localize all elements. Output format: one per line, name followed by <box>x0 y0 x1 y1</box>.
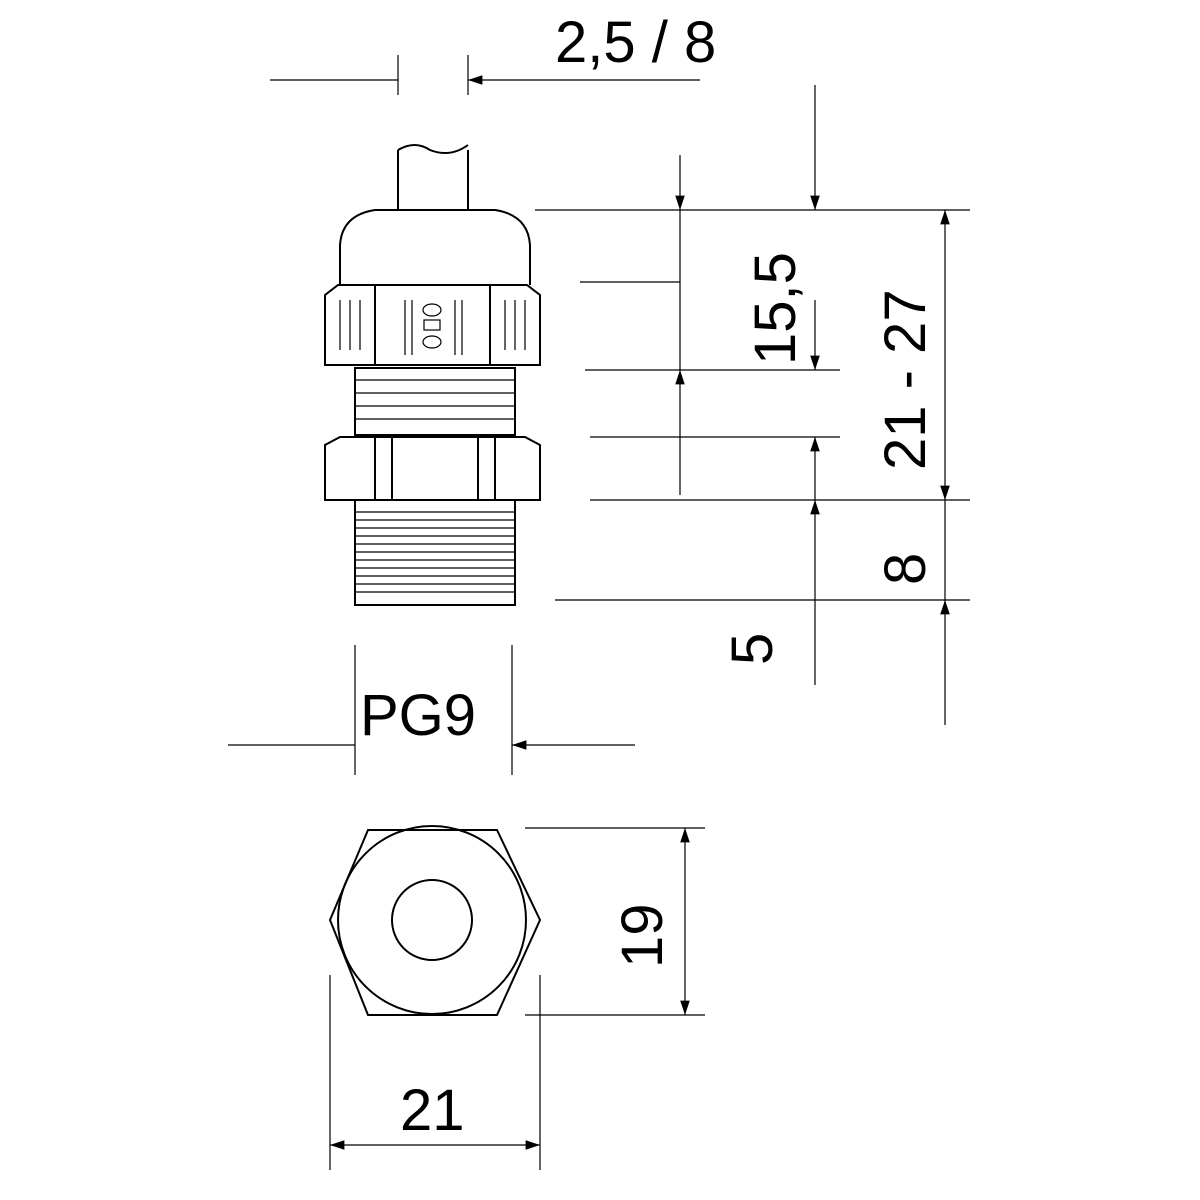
dim-cable-range: 2,5 / 8 <box>555 10 716 75</box>
dim-total-height: 21 - 27 <box>873 289 938 470</box>
dim-thread-small: 5 <box>720 633 785 665</box>
dim-thread-length: 8 <box>873 553 938 585</box>
dim-width-flats: 19 <box>610 903 675 968</box>
dim-thread-size: PG9 <box>360 683 476 748</box>
side-view <box>324 144 541 606</box>
top-view <box>328 825 542 1016</box>
dim-cap-height: 15,5 <box>743 252 808 365</box>
thread-lines <box>355 511 515 593</box>
dim-width-corners: 21 <box>400 1078 465 1143</box>
dimension-lines <box>228 55 970 1170</box>
